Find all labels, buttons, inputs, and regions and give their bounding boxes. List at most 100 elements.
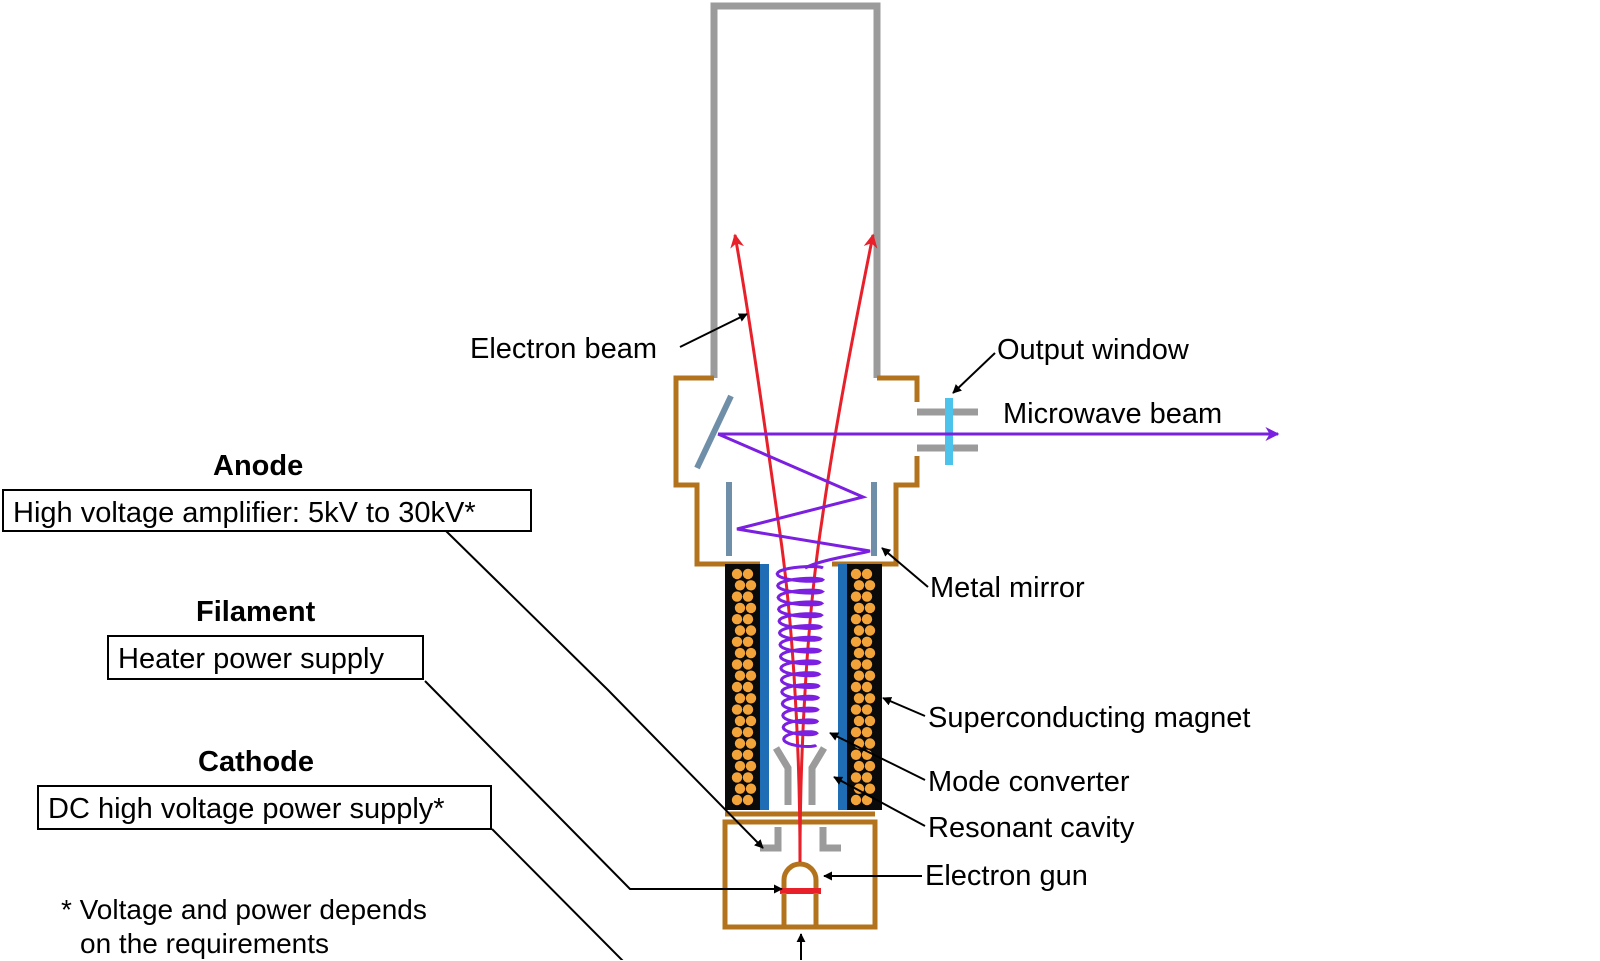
label-electron-gun: Electron gun	[925, 860, 1088, 892]
magnet-coil-winding	[850, 636, 862, 647]
magnet-coil-winding	[861, 568, 873, 580]
microwave-zigzag	[717, 432, 871, 570]
magnet-coil-winding	[734, 760, 746, 772]
magnet-coil-winding	[742, 772, 754, 783]
magnet-coil-winding	[850, 749, 862, 760]
electron-beam-right	[798, 233, 878, 863]
filament-supply-box: Heater power supply	[107, 635, 424, 680]
magnet-coil-winding	[745, 625, 757, 636]
leader-metal-mirror	[881, 547, 929, 588]
magnet-coil-winding	[861, 681, 873, 693]
electron-gun-dome	[781, 861, 819, 893]
magnet-coil-winding	[861, 591, 873, 602]
magnet-coil-winding	[731, 749, 743, 760]
magnet-coil-winding	[861, 636, 873, 647]
magnet-coil-winding	[864, 693, 876, 704]
cathode-supply-box: DC high voltage power supply*	[37, 785, 492, 830]
leader-magnet	[882, 697, 926, 717]
cathode-title: Cathode	[198, 746, 314, 778]
magnet-coil-winding	[745, 693, 757, 704]
leader-filament	[424, 680, 783, 894]
output-window	[917, 398, 978, 465]
magnet-coil-winding	[850, 727, 862, 738]
magnet-coil-winding	[742, 568, 754, 580]
magnet-coil-winding	[853, 580, 865, 591]
magnet-coil-winding	[850, 704, 862, 715]
launcher-mirror	[694, 394, 734, 470]
magnet-coil-winding	[745, 602, 757, 614]
electron-gun-stem	[781, 893, 819, 927]
magnet-coil-winding	[861, 794, 873, 806]
magnet-coil-winding	[850, 794, 862, 806]
magnet-coil-winding	[745, 670, 757, 681]
magnet-coil-winding	[731, 794, 743, 806]
magnet-coil-winding	[853, 670, 865, 681]
anode-left	[760, 827, 782, 852]
label-electron-beam: Electron beam	[470, 333, 657, 365]
filament-title: Filament	[196, 596, 316, 628]
magnet-coil-winding	[745, 580, 757, 591]
label-resonant-cavity: Resonant cavity	[928, 812, 1135, 844]
magnet-coil-winding	[742, 794, 754, 806]
magnet-coil-winding	[864, 580, 876, 591]
magnet-coil-winding	[853, 625, 865, 636]
magnet-coil-winding	[742, 659, 754, 670]
magnet-coil-winding	[864, 760, 876, 772]
magnet-coil-winding	[742, 681, 754, 693]
leader-cathode	[491, 828, 806, 960]
label-mode-converter: Mode converter	[928, 766, 1130, 798]
magnet-coil-winding	[742, 727, 754, 738]
magnet-coil-winding	[861, 727, 873, 738]
electron-beam-left	[730, 233, 802, 863]
magnet-coil-winding	[853, 647, 865, 659]
label-metal-mirror: Metal mirror	[930, 572, 1085, 604]
magnet-coil-winding	[745, 738, 757, 749]
magnet-coil-winding	[850, 772, 862, 783]
magnet-coil-winding	[864, 783, 876, 794]
magnet-coil-winding	[742, 749, 754, 760]
magnet-coil-winding	[853, 693, 865, 704]
label-microwave-beam: Microwave beam	[1003, 398, 1223, 430]
magnet-coil-winding	[861, 614, 873, 625]
magnet-coil-winding	[745, 783, 757, 794]
magnet-coil-winding	[731, 614, 743, 625]
magnet-coil-winding	[742, 614, 754, 625]
magnet-coil-winding	[861, 659, 873, 670]
tube-wall-left	[673, 375, 760, 567]
leader-lines	[424, 313, 996, 960]
magnet-coil-winding	[861, 704, 873, 715]
leader-output-window	[952, 352, 996, 394]
anode-supply-box: High voltage amplifier: 5kV to 30kV*	[2, 489, 532, 532]
magnet-coil-winding	[731, 659, 743, 670]
magnet-coil-winding	[864, 715, 876, 727]
magnet-coil-winding	[850, 591, 862, 602]
magnet-coil-winding	[864, 602, 876, 614]
magnet-coil-winding	[734, 647, 746, 659]
magnet-coil-winding	[731, 772, 743, 783]
mode-converter-right	[808, 746, 828, 805]
microwave-helix	[775, 564, 826, 749]
label-output-window: Output window	[997, 334, 1189, 366]
magnet-coil-winding	[850, 681, 862, 693]
gun-housing	[722, 819, 878, 930]
collector-wall	[710, 2, 881, 378]
magnet-coil-winding	[853, 602, 865, 614]
magnet-coil-winding	[853, 760, 865, 772]
magnet-coil-winding	[734, 693, 746, 704]
magnet-coil-winding	[861, 772, 873, 783]
magnet-coil-winding	[734, 783, 746, 794]
leader-anode	[445, 530, 764, 849]
magnet-coil-winding	[864, 670, 876, 681]
magnet-coil-winding	[742, 636, 754, 647]
magnet-coil-winding	[864, 738, 876, 749]
magnet-coil-winding	[734, 580, 746, 591]
footnote-line1: * Voltage and power depends	[61, 894, 427, 925]
leader-electron-beam	[679, 313, 748, 348]
magnet-coil-winding	[745, 715, 757, 727]
magnet-coil-winding	[745, 760, 757, 772]
magnet-coil-winding	[731, 681, 743, 693]
footnote-line2: on the requirements	[80, 928, 330, 959]
superconducting-magnet	[725, 564, 882, 810]
magnet-coil-winding	[745, 647, 757, 659]
anode-title: Anode	[213, 450, 304, 482]
